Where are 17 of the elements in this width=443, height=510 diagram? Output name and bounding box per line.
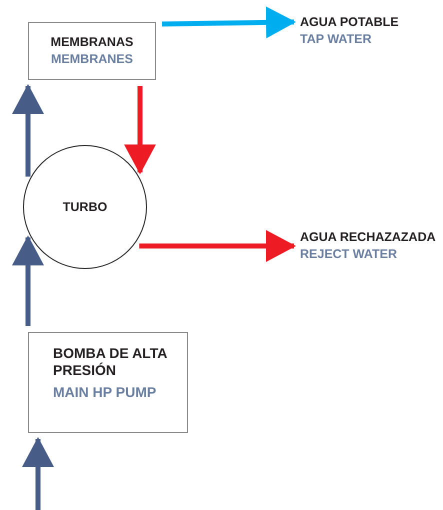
process-box [28, 332, 188, 433]
node-subtitle: REJECT WATER [300, 246, 398, 263]
node-subtitle: TAP WATER [300, 31, 373, 48]
node-title: AGUA RECHAZAZADA [300, 229, 436, 246]
arrow [12, 84, 44, 177]
node-subtitle: MAIN HP PUMP [53, 384, 158, 401]
arrow [12, 235, 44, 326]
arrow [22, 437, 54, 510]
node-title: TURBO [62, 198, 108, 216]
process-box [28, 22, 156, 80]
node-subtitle: MEMBRANES [51, 51, 133, 68]
arrow [124, 86, 156, 174]
node-title: AGUA POTABLE [300, 14, 399, 31]
node-title: MEMBRANAS [50, 34, 134, 51]
arrow [162, 6, 296, 38]
node-title: BOMBA DE ALTA PRESIÓN [53, 345, 168, 379]
arrow [139, 230, 296, 262]
